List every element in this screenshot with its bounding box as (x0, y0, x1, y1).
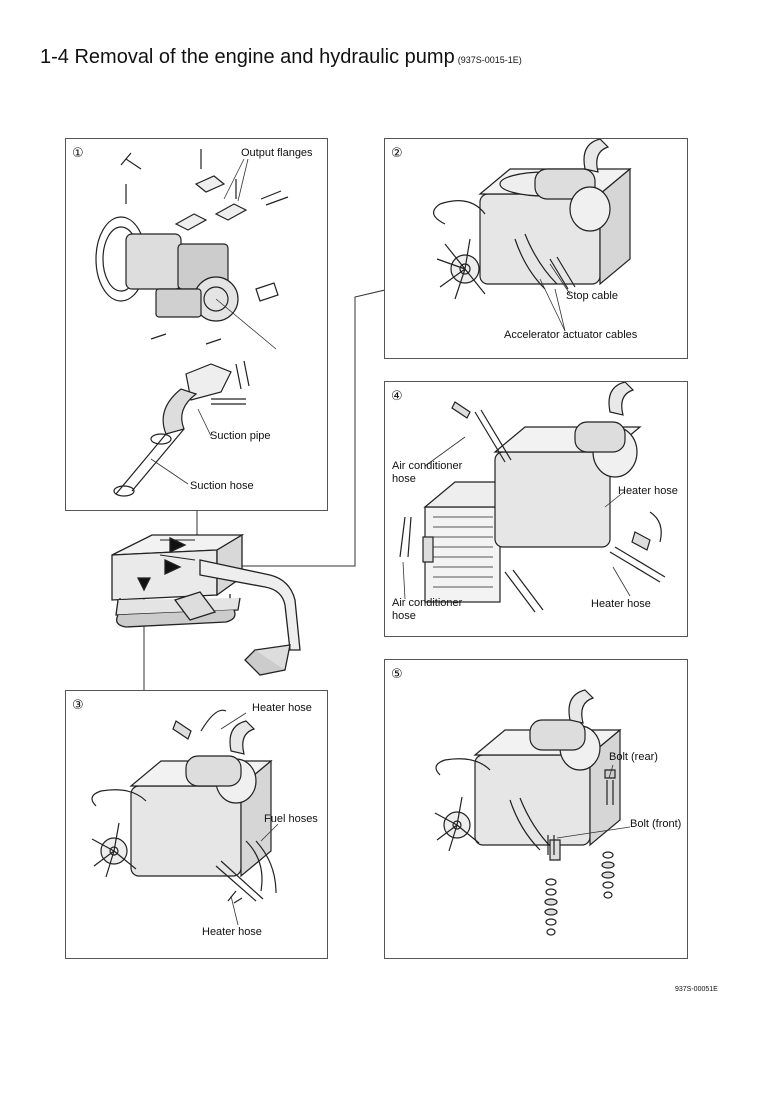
title-text: 1-4 Removal of the engine and hydraulic … (40, 46, 455, 68)
label-heater-hose-upper: Heater hose (618, 485, 678, 497)
label-output-flanges: Output flanges (241, 147, 313, 159)
label-ac-hose-upper-line2: hose (392, 473, 416, 485)
hydraulic-pump-illustration (95, 149, 289, 497)
label-suction-hose: Suction hose (190, 480, 254, 492)
label-stop-cable: Stop cable (566, 290, 618, 302)
label-heater-hose-top: Heater hose (252, 702, 312, 714)
document-number: 937S-00051E (675, 986, 718, 993)
engine-radiator-illustration (399, 382, 666, 613)
label-ac-hose-upper-line1: Air conditioner (392, 460, 463, 472)
panel-2-engine-cables: ② Stop cable Accelerator actuator cables (384, 138, 688, 359)
panel-1-pump-removal: ① (65, 138, 328, 511)
label-fuel-hoses: Fuel hoses (264, 813, 318, 825)
label-bolt-front: Bolt (front) (630, 818, 682, 830)
label-ac-hose-lower-line1: Air conditioner (392, 597, 463, 609)
label-accelerator-cables: Accelerator actuator cables (504, 329, 638, 341)
label-heater-hose-lower: Heater hose (591, 598, 651, 610)
engine-illustration (433, 139, 632, 332)
engine-illustration-5 (434, 689, 631, 936)
panel-number: ③ (72, 697, 84, 712)
label-bolt-rear: Bolt (rear) (609, 751, 658, 763)
label-suction-pipe: Suction pipe (210, 430, 271, 442)
panel-3-heater-fuel-hoses: ③ Heater hose Fuel hoses Heater hose (65, 690, 328, 959)
panel-number: ① (72, 145, 84, 160)
panel-number: ⑤ (391, 666, 403, 681)
panel-number: ② (391, 145, 403, 160)
panel-4-hoses: ④ Air conditioner hose Heate (384, 381, 688, 637)
label-ac-hose-lower-line2: hose (392, 610, 416, 622)
panel-number: ④ (391, 388, 403, 403)
title-code: (937S-0015-1E) (457, 55, 522, 65)
label-heater-hose-bottom: Heater hose (202, 926, 262, 938)
page-title: 1-4 Removal of the engine and hydraulic … (40, 46, 522, 69)
panel-5-mounting-bolts: ⑤ (384, 659, 688, 959)
engine-illustration-3 (91, 709, 279, 926)
